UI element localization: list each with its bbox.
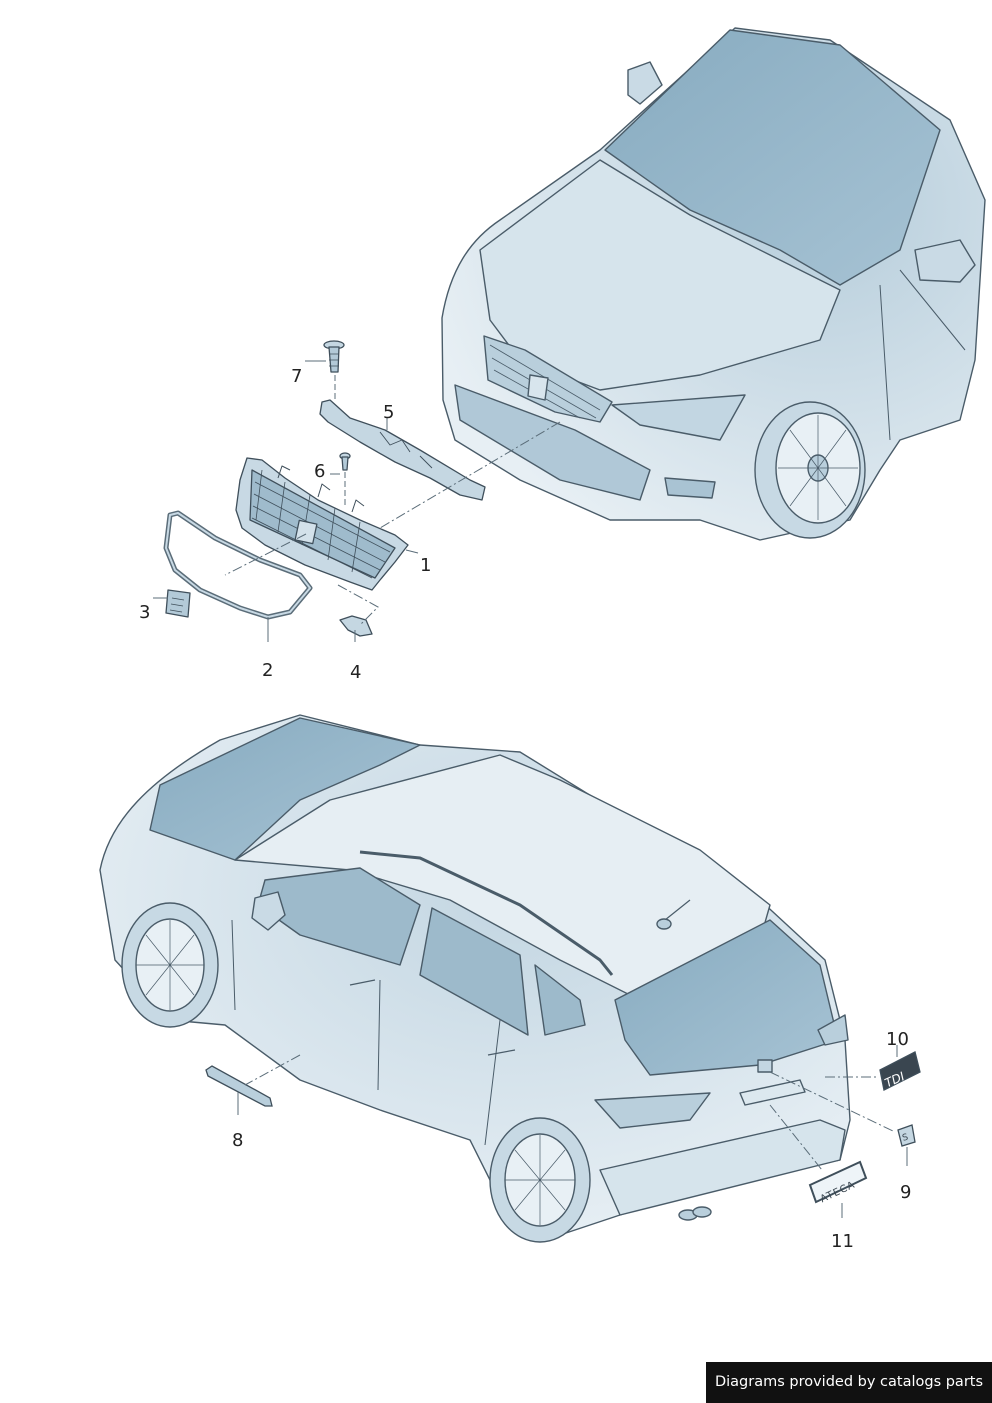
- rear-car-window-middle: [419, 907, 529, 1036]
- callout-5: 5: [383, 402, 395, 423]
- rear-car-bumper: [599, 1119, 846, 1216]
- front-car-windshield: [604, 29, 941, 286]
- front-car-illustration: [441, 27, 986, 541]
- rear-car-taillight-right: [817, 1014, 849, 1046]
- part-8-side-trim: [205, 1065, 273, 1107]
- part-6-screw: [339, 452, 351, 471]
- front-car-mirror-right: [914, 239, 976, 283]
- callout-10: 10: [886, 1029, 909, 1050]
- callout-7: 7: [291, 366, 303, 387]
- callout-3: 3: [139, 602, 151, 623]
- front-car-hood: [479, 159, 841, 391]
- rear-car-plate-area: [739, 1079, 806, 1106]
- grille-parts-group: [163, 340, 486, 637]
- callout-2: 2: [262, 660, 274, 681]
- rear-car-taillight-left: [594, 1092, 711, 1129]
- rear-car-illustration: [99, 714, 851, 1243]
- callout-9: 9: [900, 1182, 912, 1203]
- callout-8: 8: [232, 1130, 244, 1151]
- rear-car-roof-rail: [359, 850, 614, 976]
- part-9-emblem-text: S: [901, 1133, 909, 1144]
- credit-banner: Diagrams provided by catalogs parts: [706, 1362, 992, 1403]
- callout-11: 11: [831, 1231, 854, 1252]
- part-9-emblem: [897, 1124, 916, 1147]
- rear-car-rear-window: [614, 919, 839, 1076]
- front-car-mirror: [627, 61, 663, 105]
- part-4-bracket: [339, 615, 373, 637]
- rear-car-window-rear: [534, 964, 586, 1036]
- front-car-lower-grille: [454, 384, 651, 501]
- rear-parts-group: [205, 1051, 921, 1204]
- part-10-tdi-badge: [879, 1051, 921, 1091]
- rear-car-mirror: [251, 891, 286, 931]
- part-7-clip: [323, 340, 345, 373]
- callout-4: 4: [350, 662, 362, 683]
- callout-6: 6: [314, 461, 326, 482]
- callout-1: 1: [420, 555, 432, 576]
- part-5-upper-bracket: [319, 399, 486, 501]
- upper-leader-lines: [153, 360, 561, 642]
- rear-car-windshield: [149, 717, 421, 861]
- part-3-emblem: [165, 589, 191, 618]
- front-car-headlight: [611, 394, 746, 441]
- part-11-ateca-badge: [808, 1160, 868, 1204]
- front-car-logo: [527, 374, 549, 401]
- lower-leader-lines: [237, 1045, 908, 1218]
- part-1-grille-emblem: [294, 519, 318, 545]
